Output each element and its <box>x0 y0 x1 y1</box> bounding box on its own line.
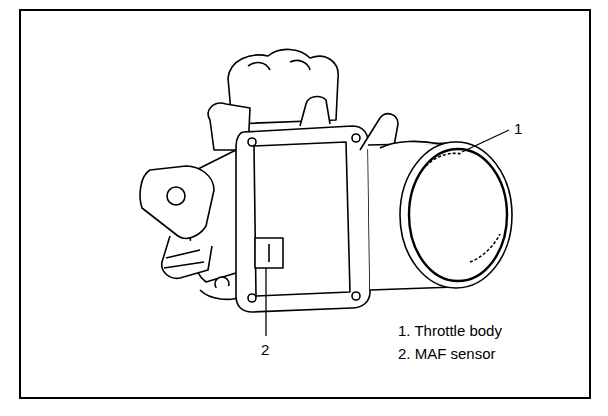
throttle-body-drawing <box>140 49 512 312</box>
callout-number: 1 <box>514 120 522 138</box>
leader-line <box>265 268 266 336</box>
key-text: 1. Throttle body <box>398 322 502 340</box>
key-text: 2. MAF sensor <box>398 345 496 363</box>
leader-line <box>462 130 509 152</box>
frame <box>20 10 590 398</box>
callout-number: 2 <box>261 341 269 359</box>
